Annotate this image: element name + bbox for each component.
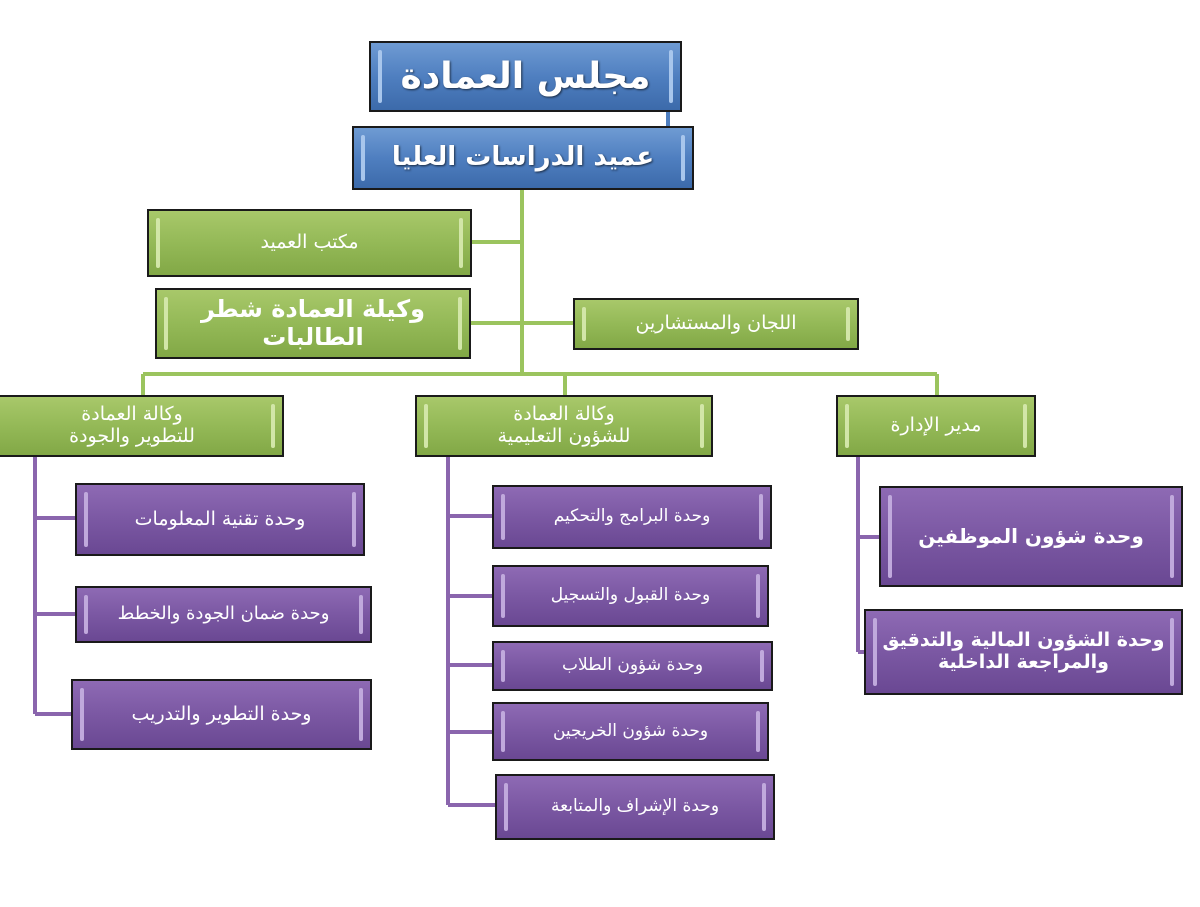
- it-unit-box: وحدة تقنية المعلومات: [75, 483, 365, 556]
- quality-unit-box: وحدة ضمان الجودة والخطط: [75, 586, 372, 643]
- admission-unit-box: وحدة القبول والتسجيل: [492, 565, 769, 627]
- programs-unit-box: وحدة البرامج والتحكيم: [492, 485, 772, 549]
- council-box: مجلس العمادة: [369, 41, 682, 112]
- finance-audit-unit-box: وحدة الشؤون المالية والتدقيق والمراجعة ا…: [864, 609, 1183, 695]
- development-vice-box: وكالة العمادة للتطوير والجودة: [0, 395, 284, 457]
- female-vice-dean-box: وكيلة العمادة شطر الطالبات: [155, 288, 471, 359]
- staff-affairs-unit-box: وحدة شؤون الموظفين: [879, 486, 1183, 587]
- committees-box: اللجان والمستشارين: [573, 298, 859, 350]
- student-affairs-unit-box: وحدة شؤون الطلاب: [492, 641, 773, 691]
- supervision-unit-box: وحدة الإشراف والمتابعة: [495, 774, 775, 840]
- admin-director-box: مدير الإدارة: [836, 395, 1036, 457]
- graduates-unit-box: وحدة شؤون الخريجين: [492, 702, 769, 761]
- education-vice-box: وكالة العمادة للشؤون التعليمية: [415, 395, 713, 457]
- training-unit-box: وحدة التطوير والتدريب: [71, 679, 372, 750]
- dean-office-box: مكتب العميد: [147, 209, 472, 277]
- dean-box: عميد الدراسات العليا: [352, 126, 694, 190]
